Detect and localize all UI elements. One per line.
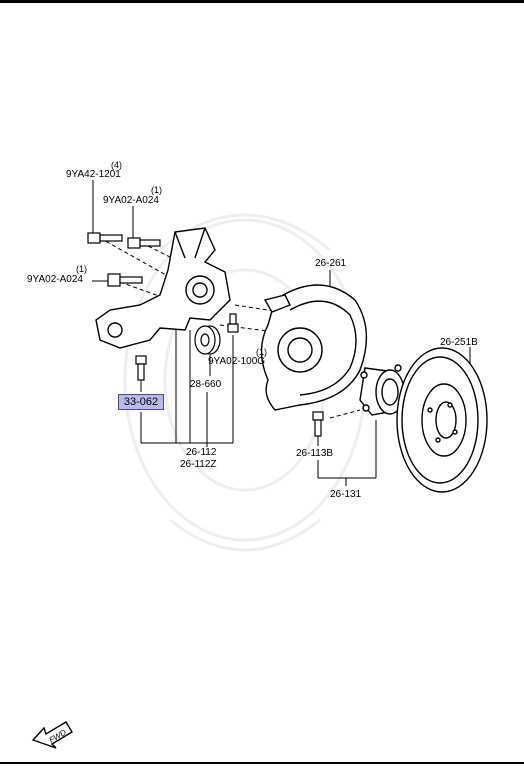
bolt-a-part: 9YA02-A024 bbox=[103, 195, 159, 206]
rotor-part: 26-251B bbox=[440, 337, 478, 348]
bolt-4-qty: (4) bbox=[111, 160, 122, 170]
knuckle-bolt-callout[interactable]: 33-062 bbox=[118, 394, 164, 410]
bushing bbox=[194, 325, 221, 355]
dust-shield bbox=[260, 284, 368, 411]
top-border bbox=[0, 0, 524, 3]
highlight-fill bbox=[118, 394, 164, 410]
knuckle-part-alt: 26-112Z bbox=[180, 459, 217, 470]
hub-bolt-part: 26-113B bbox=[296, 448, 334, 459]
bolt-4-part: 9YA42-1201 bbox=[66, 169, 121, 180]
knuckle-part: 26-112 bbox=[186, 447, 217, 458]
bolt-c-qty: (1) bbox=[256, 347, 267, 357]
brake-rotor bbox=[396, 347, 488, 493]
bolt-parts bbox=[87, 232, 324, 437]
bolt-c-part: 9YA02-100G bbox=[208, 356, 266, 367]
wheel-hub bbox=[359, 364, 406, 416]
bottom-border bbox=[0, 762, 524, 764]
bolt-b-qty: (1) bbox=[76, 264, 87, 274]
bushing-part: 28-660 bbox=[190, 379, 222, 390]
bolt-a-qty: (1) bbox=[151, 185, 162, 195]
fwd-arrow-icon: FWD bbox=[31, 721, 73, 749]
dust-shield-part: 26-261 bbox=[315, 258, 347, 269]
hub-part: 26-131 bbox=[330, 489, 362, 500]
bolt-b-part: 9YA02-A024 bbox=[27, 274, 83, 285]
steering-knuckle bbox=[95, 227, 231, 349]
